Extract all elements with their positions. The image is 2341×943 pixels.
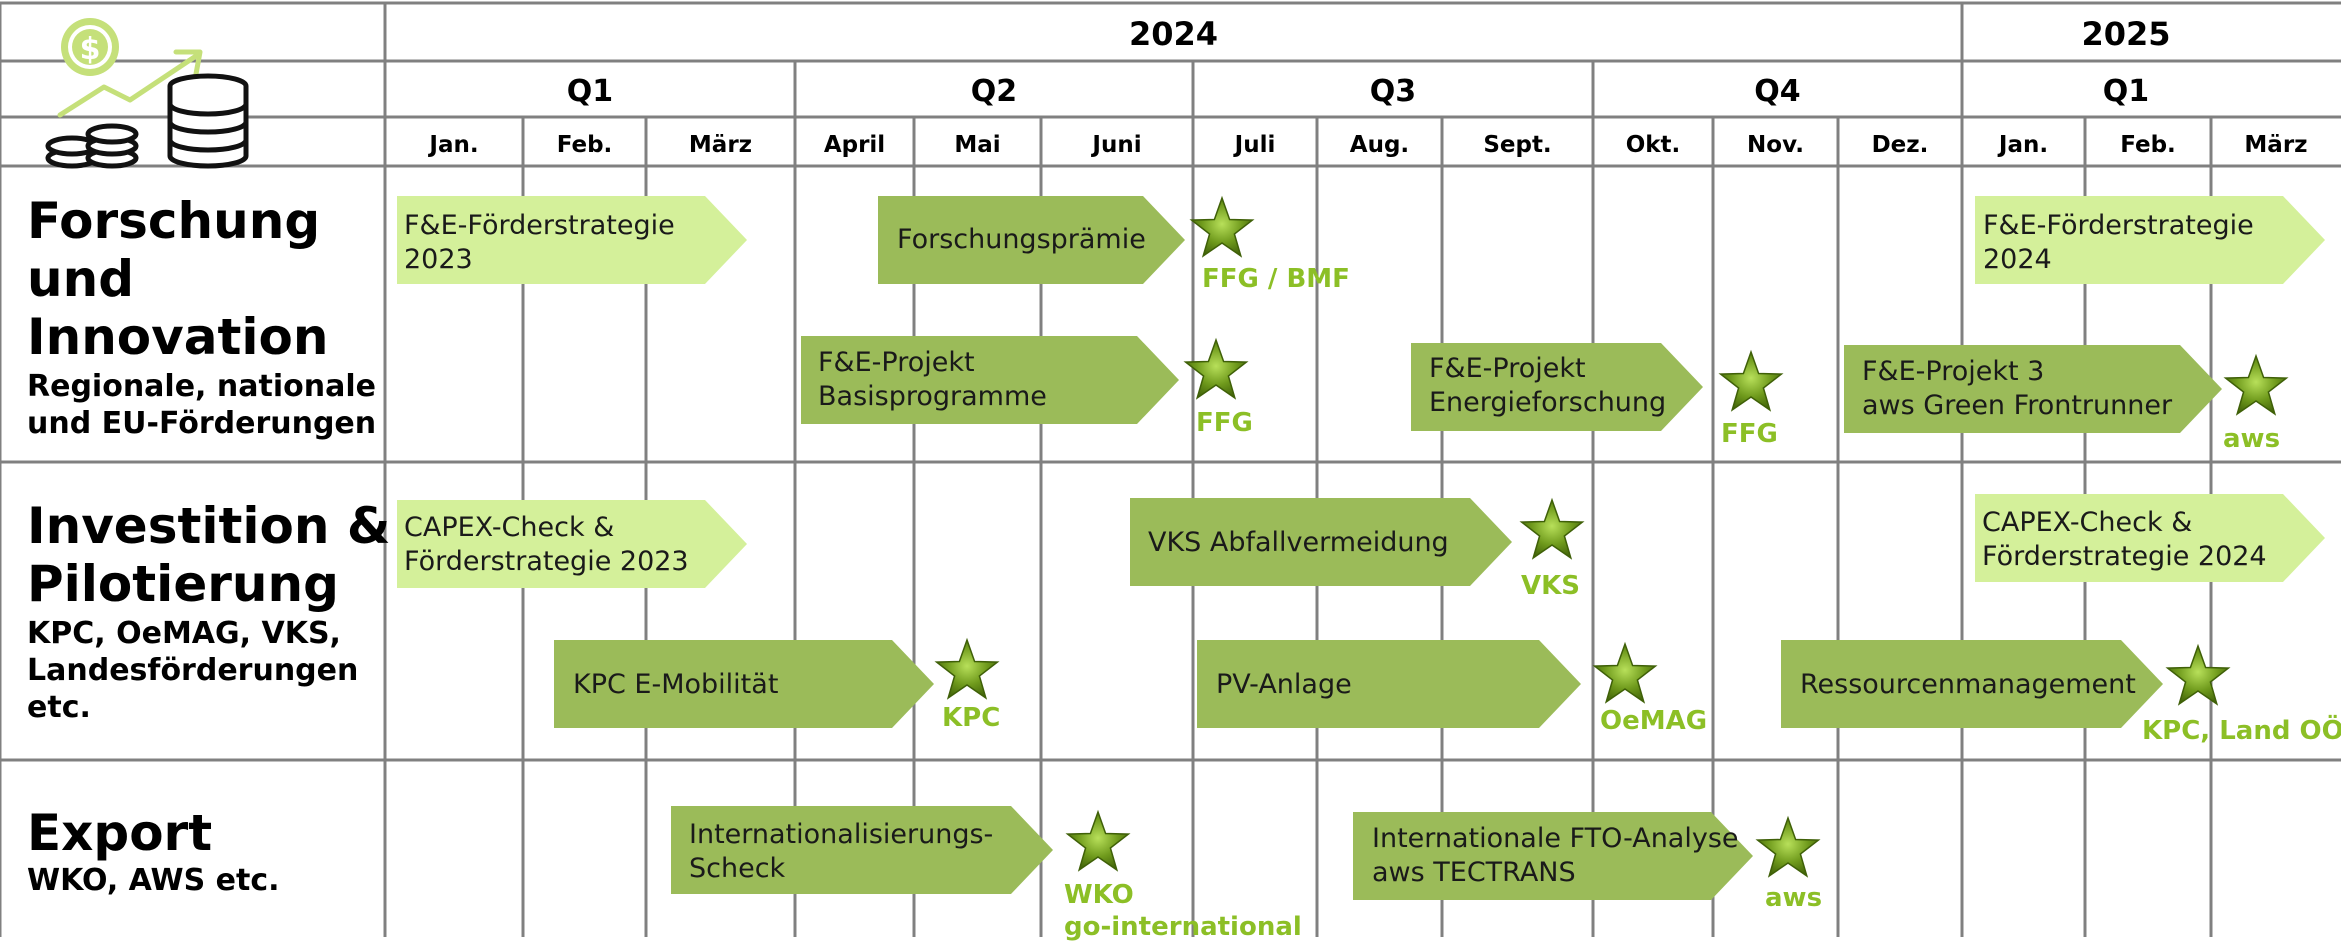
- milestone-label: VKS: [1521, 571, 1580, 601]
- task-bar-fe-frontrunner: [1844, 345, 2222, 433]
- task-bar-vks: [1130, 498, 1512, 586]
- month-label: Okt.: [1625, 132, 1681, 158]
- task-bar-capex-2024: [1975, 494, 2325, 582]
- task-label: Forschungsprämie: [897, 224, 1146, 255]
- star-icon: [2223, 353, 2289, 416]
- milestone-label: WKO go-international: [1064, 880, 1302, 942]
- task-bar-kpc-emob: [554, 640, 934, 728]
- star-icon: [1592, 641, 1658, 704]
- task-label: Internationalisierungs- Scheck: [689, 819, 994, 884]
- quarter-label: Q2: [970, 74, 1018, 109]
- star-icon: [1065, 809, 1131, 872]
- task-label: F&E-Projekt Energieforschung: [1429, 353, 1667, 418]
- quarter-label: Q3: [1369, 74, 1417, 109]
- task-label: KPC E-Mobilität: [573, 669, 779, 700]
- task-label: Ressourcenmanagement: [1800, 669, 2136, 700]
- milestone-label: KPC, Land OÖ: [2142, 716, 2341, 746]
- task-label: CAPEX-Check & Förderstrategie 2023: [404, 512, 689, 577]
- task-label: F&E-Förderstrategie 2024: [1983, 210, 2254, 275]
- growth-arrow-icon: [57, 49, 203, 118]
- svg-text:$: $: [80, 32, 101, 67]
- task-bar-fe-strategie-2024: [1975, 196, 2325, 284]
- task-bar-ressourcen: [1781, 640, 2163, 728]
- task-bar-forschungspraemie: [878, 196, 1185, 284]
- task-bar-fe-energie: [1411, 343, 1703, 431]
- month-label: Dez.: [1871, 132, 1929, 158]
- month-label: Jan.: [1998, 132, 2049, 158]
- milestone-stars: [934, 195, 2289, 878]
- logo: $: [45, 18, 249, 169]
- star-icon: [2165, 643, 2231, 706]
- month-label: Nov.: [1747, 132, 1804, 158]
- task-label: CAPEX-Check & Förderstrategie 2024: [1982, 507, 2267, 572]
- task-label: VKS Abfallvermeidung: [1148, 527, 1449, 558]
- task-label: Internationale FTO-Analyse aws TECTRANS: [1372, 823, 1739, 888]
- task-label: F&E-Projekt 3 aws Green Frontrunner: [1862, 356, 2173, 421]
- row-subheading: WKO, AWS etc.: [27, 863, 280, 898]
- star-icon: [1519, 497, 1585, 560]
- year-label-2024: 2024: [1128, 15, 1219, 53]
- row-title-forschung: Forschung und Innovation Regionale, nati…: [27, 192, 376, 442]
- month-label: Aug.: [1349, 132, 1410, 158]
- star-icon: [934, 637, 1000, 700]
- month-label: Mai: [954, 132, 1001, 158]
- star-icon: [1189, 195, 1255, 258]
- task-bar-pv: [1197, 640, 1581, 728]
- milestone-label: FFG / BMF: [1202, 264, 1350, 294]
- month-label: Juli: [1234, 132, 1276, 158]
- milestone-label: aws: [2223, 424, 2281, 454]
- task-label: PV-Anlage: [1216, 669, 1352, 700]
- month-label: April: [823, 132, 886, 158]
- quarter-label: Q4: [1754, 74, 1801, 109]
- milestone-label: aws: [1765, 883, 1823, 913]
- month-label: Feb.: [2120, 132, 2176, 158]
- month-label: März: [688, 132, 753, 158]
- task-bars: [397, 196, 2325, 900]
- quarter-label: Q1: [566, 74, 614, 109]
- month-label: Jan.: [429, 132, 479, 158]
- month-label: Feb.: [556, 132, 613, 158]
- row-title-export: Export WKO, AWS etc.: [27, 804, 280, 899]
- task-bar-intl-scheck: [671, 806, 1053, 894]
- star-icon: [1755, 815, 1821, 878]
- dollar-coin-icon: $: [61, 18, 119, 76]
- row-subheading: KPC, OeMAG, VKS, Landesförderungen etc.: [27, 616, 359, 725]
- row-heading: Forschung und Innovation: [27, 192, 329, 366]
- month-label: Sept.: [1483, 132, 1552, 158]
- task-bar-fto: [1353, 812, 1753, 900]
- star-icon: [1718, 349, 1784, 412]
- row-title-investition: Investition & Pilotierung KPC, OeMAG, VK…: [27, 497, 391, 726]
- month-label: März: [2244, 132, 2308, 158]
- task-label: F&E-Förderstrategie 2023: [404, 210, 675, 275]
- quarter-label: Q1: [2102, 74, 2150, 109]
- year-label-2025: 2025: [2081, 15, 2171, 53]
- task-bar-fe-basis: [801, 336, 1179, 424]
- row-subheading: Regionale, nationale und EU-Förderungen: [27, 369, 377, 441]
- milestone-label: KPC: [942, 703, 1001, 733]
- milestone-label: FFG: [1721, 419, 1778, 449]
- row-heading: Investition & Pilotierung: [27, 497, 391, 613]
- star-icon: [1183, 337, 1249, 400]
- task-bar-fe-strategie-2023: [397, 196, 747, 284]
- row-heading: Export: [27, 804, 213, 862]
- coin-stack-icon: [45, 73, 249, 169]
- milestone-label: OeMAG: [1600, 706, 1708, 736]
- task-label: F&E-Projekt Basisprogramme: [818, 347, 1047, 412]
- task-bar-capex-2023: [397, 500, 747, 588]
- milestone-label: FFG: [1196, 408, 1253, 438]
- month-label: Juni: [1092, 132, 1142, 158]
